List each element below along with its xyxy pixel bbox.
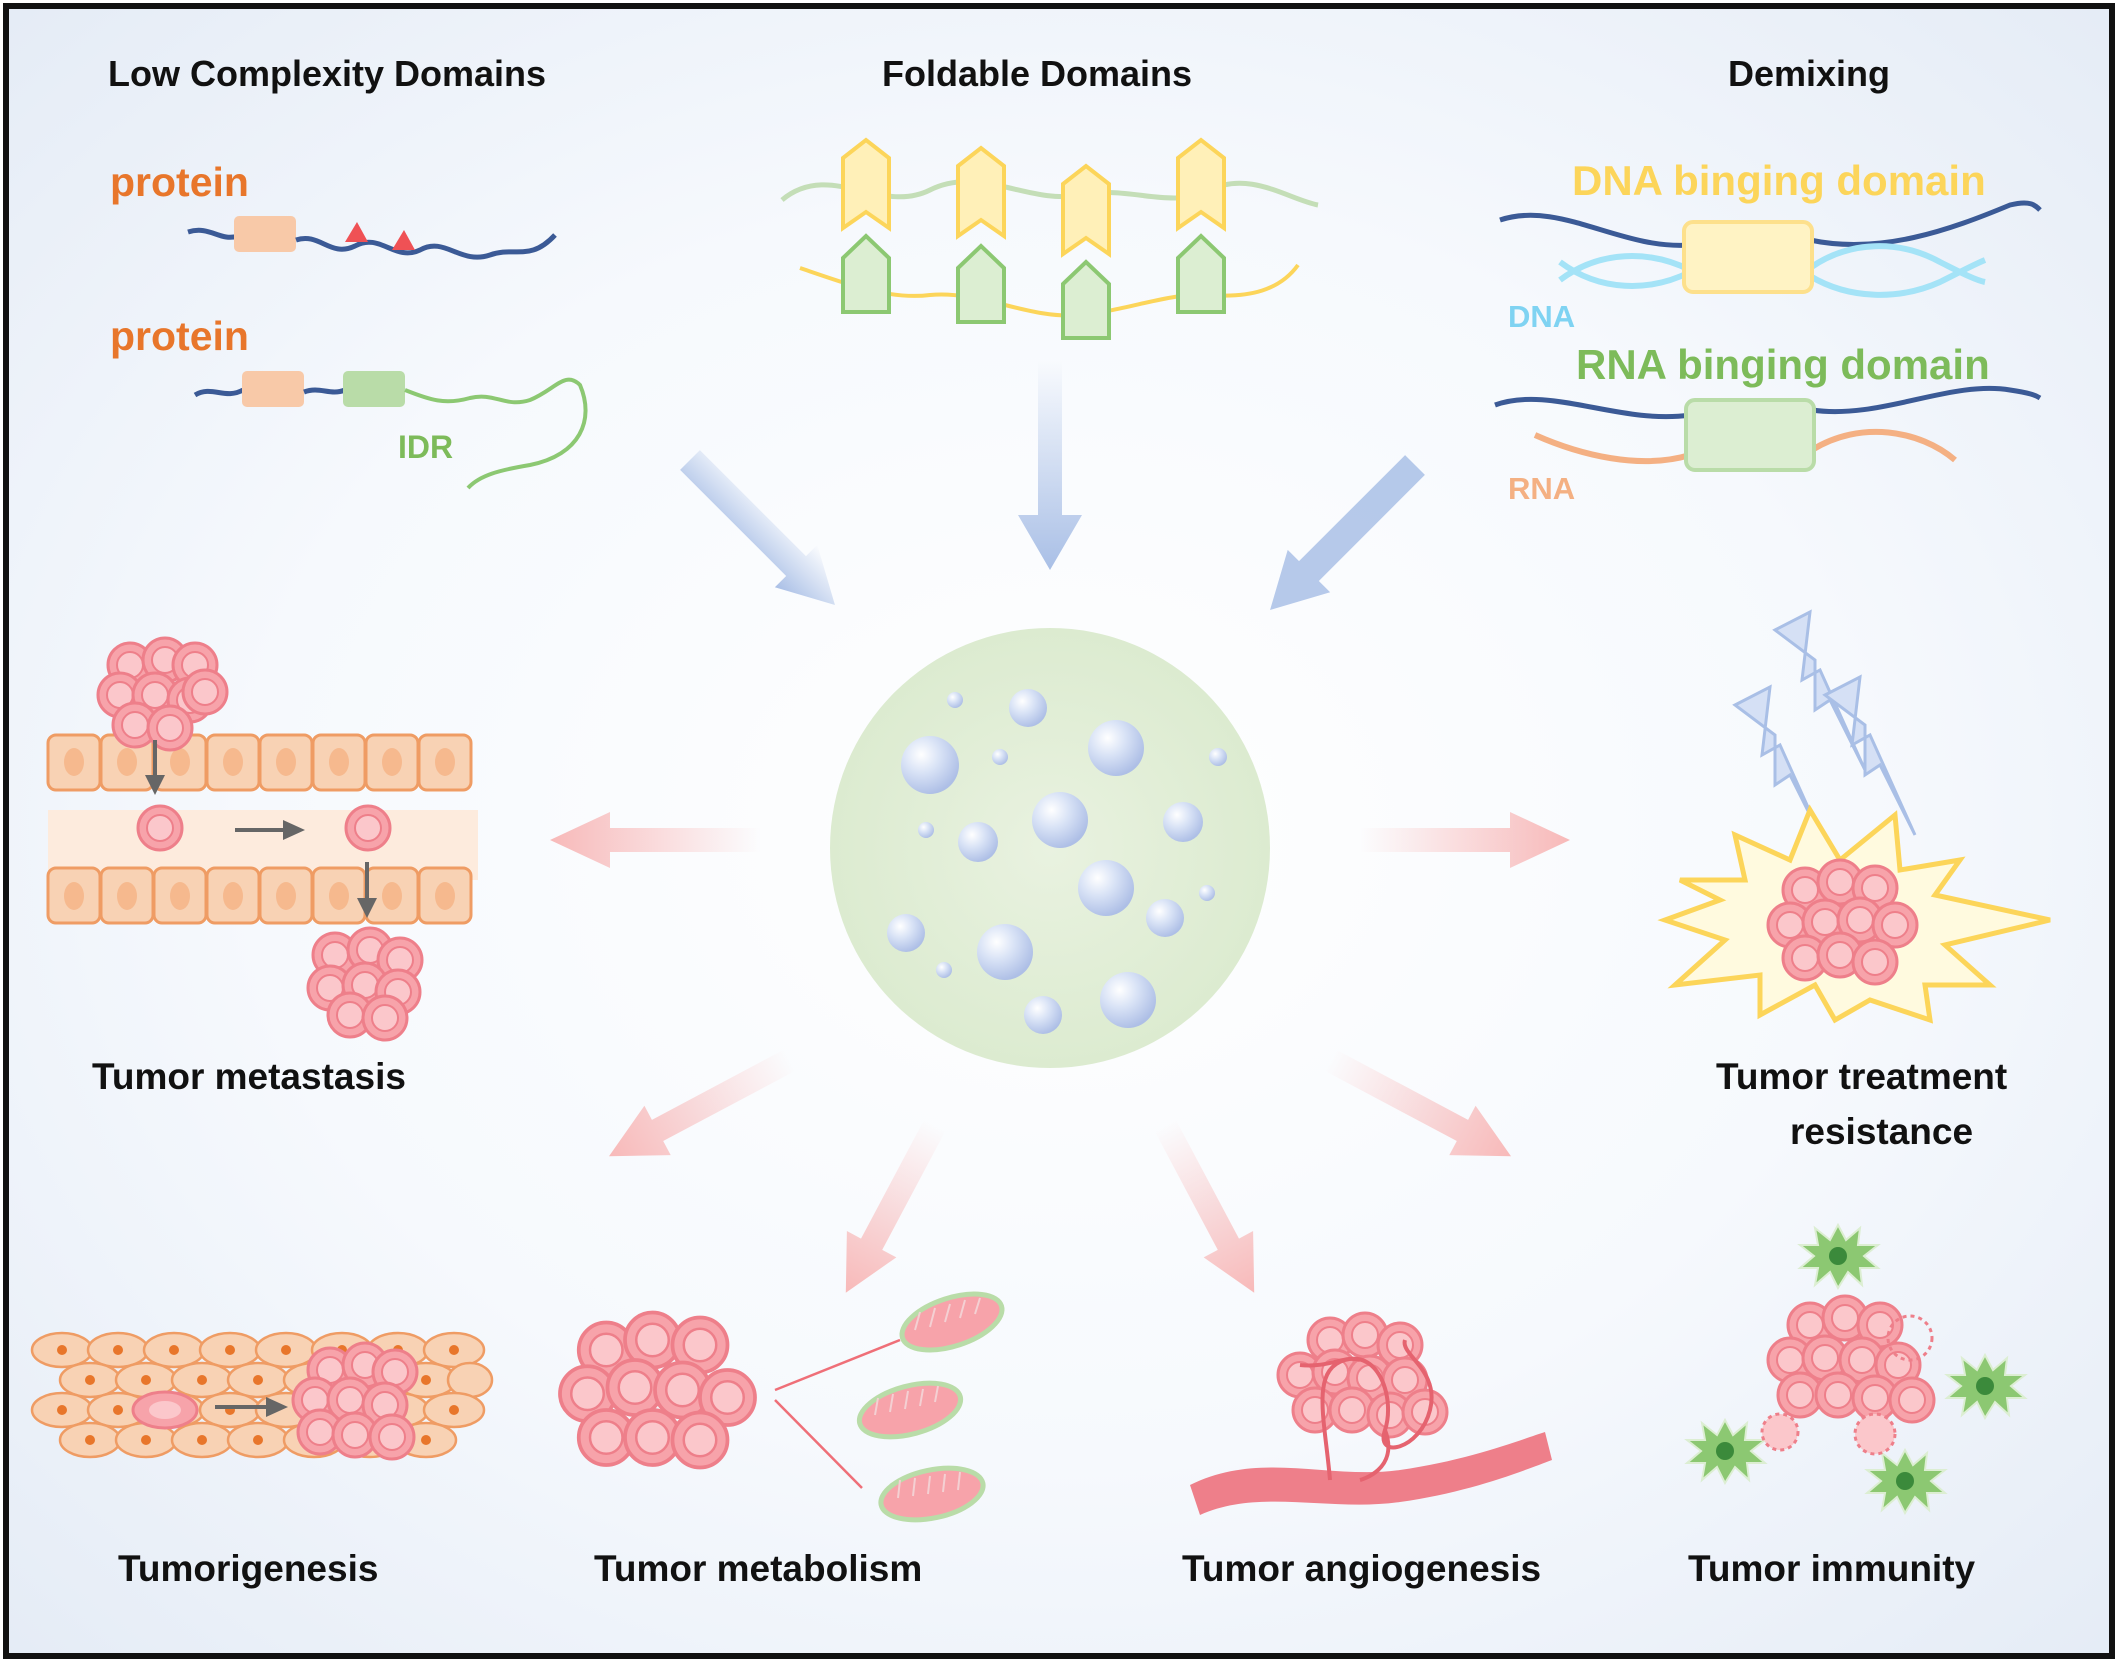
input-arrow-left [680, 450, 835, 605]
output-arrow-angiogenesis [1154, 1119, 1255, 1293]
circulating-cell-2 [344, 804, 392, 852]
resistance-illustration [1657, 609, 2051, 1024]
metastasis-flow-arrows [145, 740, 377, 918]
rna-binding-domain-label: RNA binging domain [1576, 341, 1990, 388]
tumor-metastasis-label: Tumor metastasis [92, 1056, 406, 1097]
circulating-cell-1 [136, 804, 184, 852]
endothelium-top [46, 733, 473, 792]
idr-label: IDR [398, 429, 454, 465]
tumor-immunity-label: Tumor immunity [1688, 1548, 1976, 1589]
output-arrow-resistance [1360, 812, 1570, 868]
metabolism-tumor-cluster [558, 1310, 757, 1470]
frame [3, 3, 2115, 1659]
protein-label-1: protein [110, 159, 249, 205]
metastasis-illustration [46, 636, 478, 1042]
resistance-tumor-cluster [1766, 858, 1919, 986]
output-arrow-metabolism [845, 1119, 946, 1293]
demixing-dna-binding [1499, 200, 2042, 298]
endothelium-bottom [46, 866, 473, 925]
tumor-metabolism-label: Tumor metabolism [594, 1548, 923, 1589]
input-arrow-center [1018, 360, 1082, 570]
output-arrow-tumorigenesis [608, 1049, 796, 1157]
immune-cells [1684, 1222, 2028, 1516]
foldable-domains-strands [780, 137, 1319, 340]
low-complexity-title: Low Complexity Domains [108, 53, 547, 94]
immunity-illustration [1684, 1222, 2028, 1516]
protein-label-2: protein [110, 313, 249, 359]
tumorigenesis-illustration [30, 1331, 494, 1461]
rna-label: RNA [1508, 471, 1576, 506]
output-arrow-immunity [1324, 1049, 1512, 1157]
tumor-resistance-label-line1: Tumor treatment [1716, 1056, 2008, 1097]
low-complexity-protein-1 [187, 216, 557, 260]
angiogenesis-illustration [1190, 1311, 1552, 1515]
metabolism-illustration [558, 1291, 1005, 1523]
tumor-resistance-label-line2: resistance [1790, 1111, 1974, 1152]
dna-binding-domain-label: DNA binging domain [1572, 157, 1986, 204]
droplet-bubbles [887, 689, 1227, 1034]
input-arrow-right [1270, 455, 1425, 610]
low-complexity-protein-2 [193, 371, 588, 490]
demixing-title: Demixing [1728, 53, 1891, 94]
tumor-angiogenesis-label: Tumor angiogenesis [1182, 1548, 1542, 1589]
demixing-rna-binding [1494, 385, 2042, 472]
condensate-droplet [830, 628, 1270, 1068]
tumorigenesis-cluster [291, 1341, 419, 1461]
foldable-domains-title: Foldable Domains [882, 53, 1193, 94]
dna-label: DNA [1508, 299, 1576, 334]
mitochondria [856, 1291, 1005, 1523]
output-arrow-metastasis [550, 812, 760, 868]
tumorigenesis-label: Tumorigenesis [118, 1548, 379, 1589]
